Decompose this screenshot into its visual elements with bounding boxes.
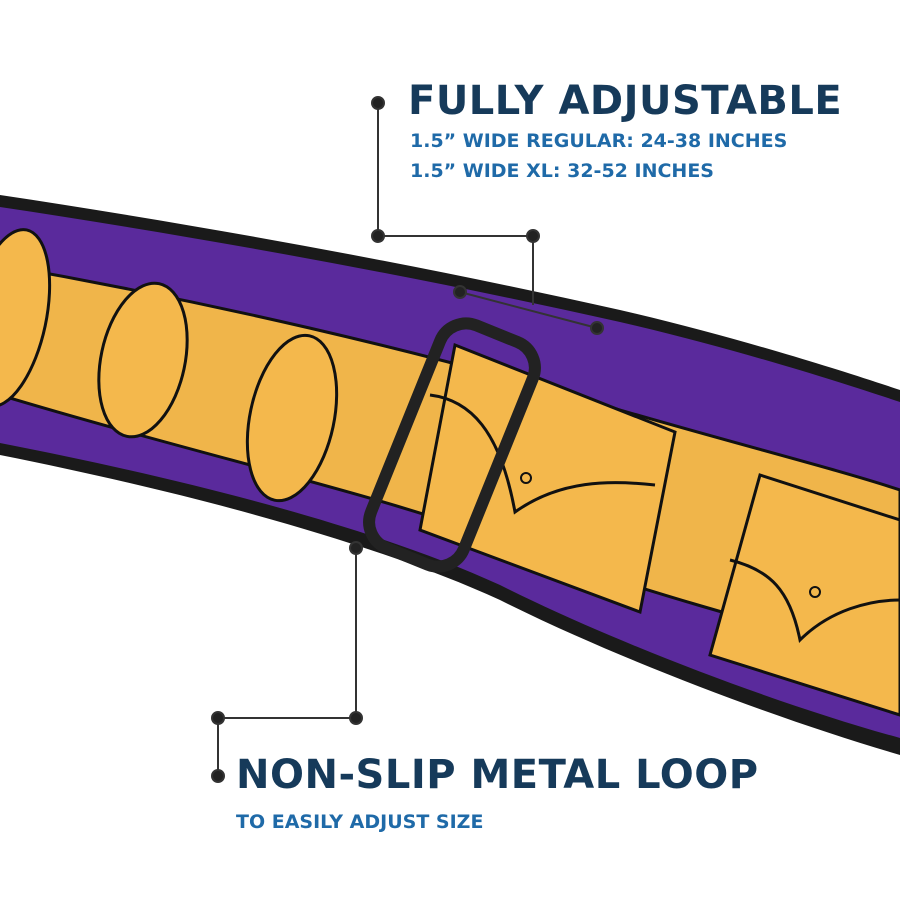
xl-size-text: 1.5” WIDE XL: 32-52 INCHES <box>410 160 714 182</box>
pouch-flap <box>729 558 900 644</box>
belt-oval <box>0 228 52 408</box>
callout-lines <box>211 96 604 783</box>
belt-oval <box>245 333 339 503</box>
metal-loop <box>363 317 541 573</box>
metal-loop-heading: NON-SLIP METAL LOOP <box>236 752 759 798</box>
metal-loop-subtitle: TO EASILY ADJUST SIZE <box>236 811 484 833</box>
pouch-flap <box>429 393 656 515</box>
belt-pouch <box>418 342 677 615</box>
pouch-snap <box>809 586 821 598</box>
pouch-snap <box>520 472 532 484</box>
regular-size-text: 1.5” WIDE REGULAR: 24-38 INCHES <box>410 130 788 152</box>
fully-adjustable-heading: FULLY ADJUSTABLE <box>408 78 843 124</box>
belt-pouch <box>708 473 900 717</box>
belt-oval <box>97 281 189 439</box>
